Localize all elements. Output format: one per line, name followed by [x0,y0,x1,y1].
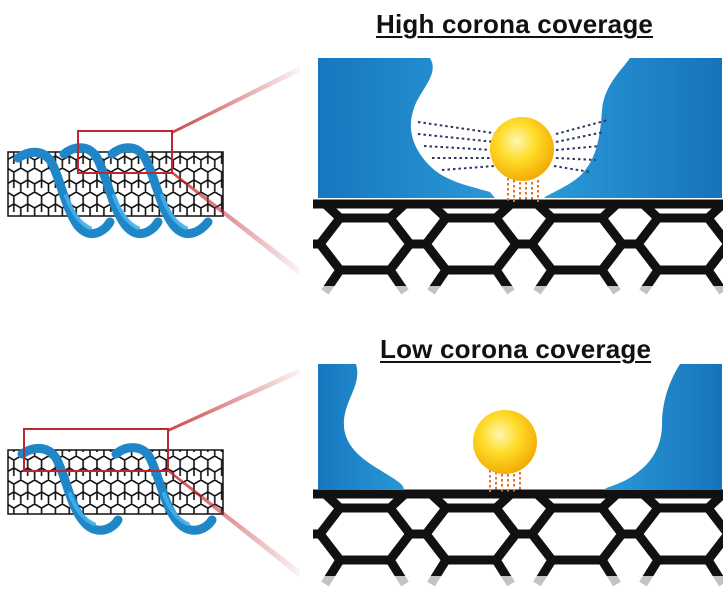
panel-title-high-coverage: High corona coverage [376,9,654,39]
corona-polymer-right [544,58,722,198]
graphene-lattice [313,199,723,295]
surface-interaction-lines [489,470,521,492]
zoomed-view-high [313,58,723,308]
corona-polymer-left [318,364,404,490]
nanotube-thumbnail-high [7,130,224,238]
nanotube-thumbnail-low [7,428,224,535]
panel-title-low-coverage: Low corona coverage [380,334,652,364]
polymer-helix [17,443,217,535]
zoom-region-box [77,130,173,174]
polymer-helix [13,143,213,238]
zoom-region-box [23,428,169,472]
surface-interaction-lines [507,178,539,202]
zoom-projection-high [172,66,300,276]
analyte-particle [490,117,554,181]
graphene-lattice [313,489,723,587]
corona-polymer-left [318,58,495,198]
polymer-interaction-lines [417,119,609,173]
zoom-projection-low [168,368,300,578]
analyte-particle [473,410,537,474]
zoomed-view-low [313,364,723,598]
corona-polymer-right [604,364,722,490]
